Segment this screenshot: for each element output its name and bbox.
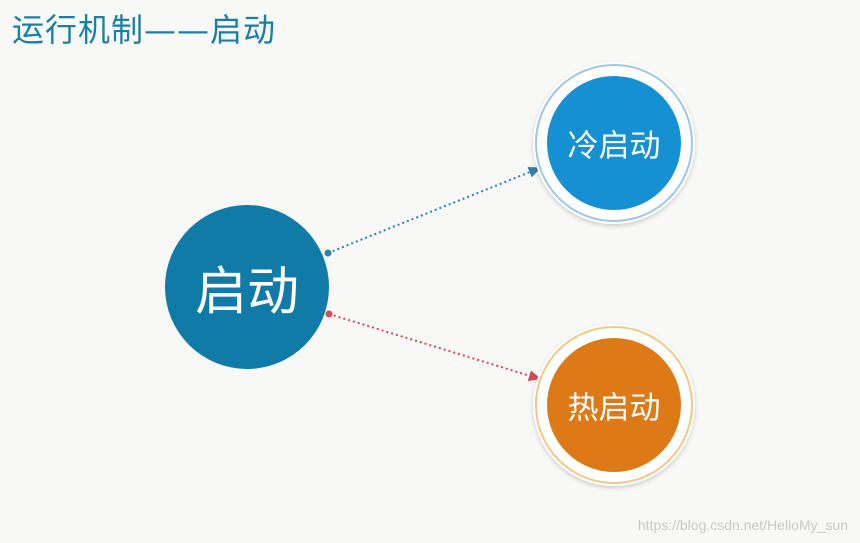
connector-to-cold-start [327, 166, 542, 254]
node-start [165, 205, 329, 369]
connector-start-dot-cold [324, 249, 332, 257]
node-hot-start-label: 热启动 [567, 390, 661, 427]
node-cold-start-ring [535, 64, 693, 222]
node-hot-start [547, 338, 681, 472]
page-title: 运行机制——启动 [12, 11, 277, 49]
connector-to-hot-start [328, 313, 542, 382]
node-cold-start-label: 冷启动 [567, 128, 661, 165]
node-hot-start-ring [535, 326, 693, 484]
connector-start-dot-hot [325, 310, 333, 318]
watermark: https://blog.csdn.net/HelloMy_sun [637, 517, 848, 533]
node-start-label: 启动 [194, 262, 300, 323]
node-cold-start [547, 76, 681, 210]
